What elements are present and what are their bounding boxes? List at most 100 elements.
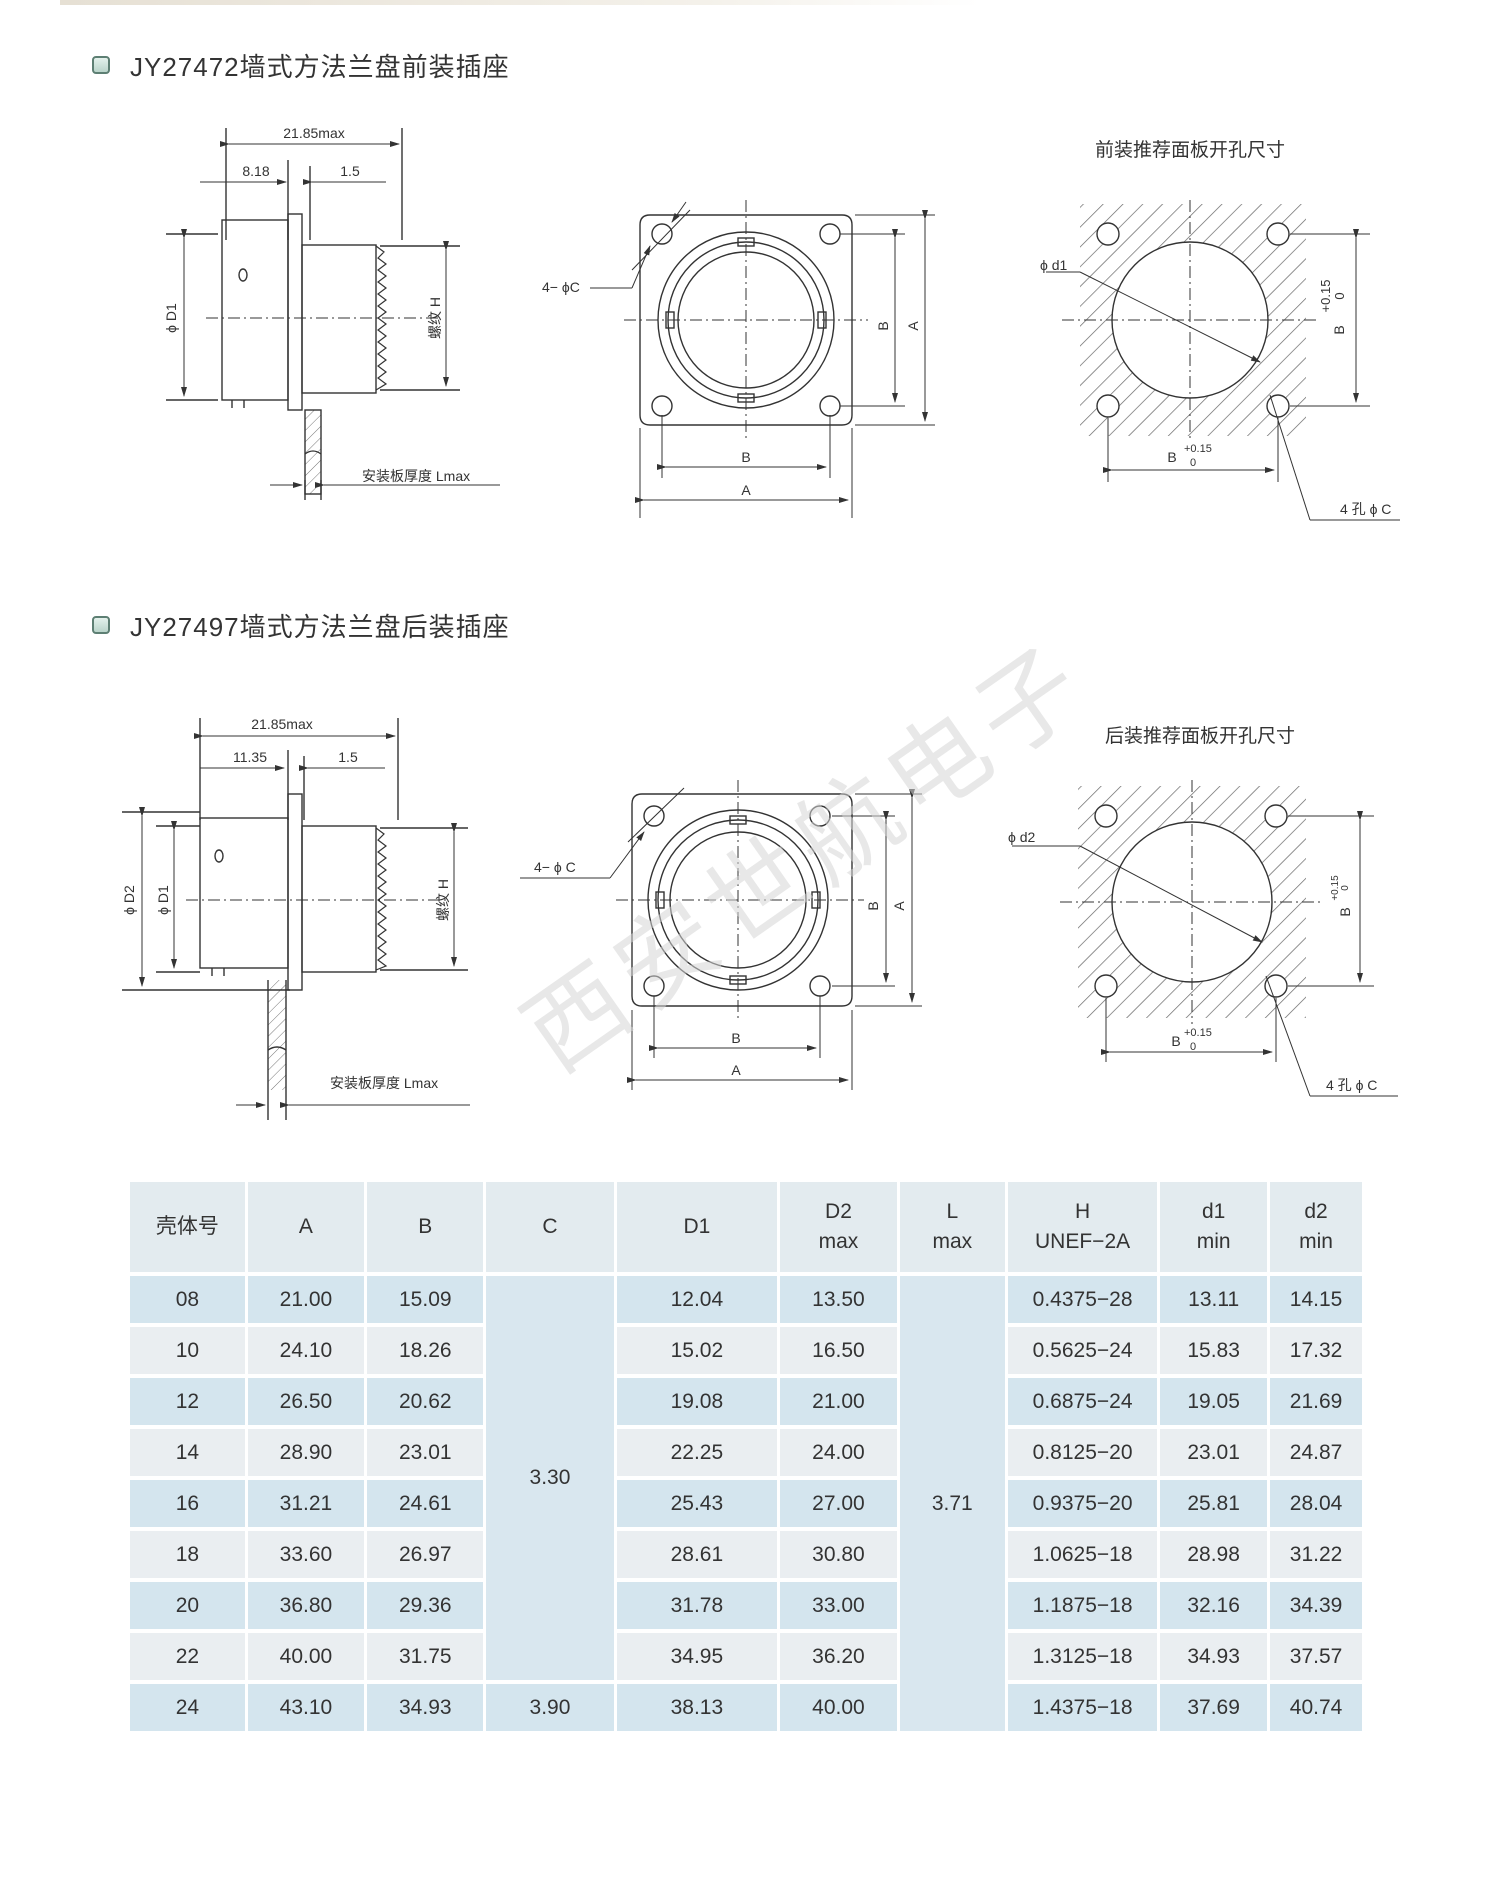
section1-side-view	[166, 128, 500, 500]
cell-d1min: 19.05	[1158, 1376, 1271, 1429]
cell-b: 31.75	[365, 1631, 487, 1684]
cell-b: 24.61	[365, 1478, 487, 1531]
cell-b: 23.01	[365, 1427, 487, 1480]
table-row: 22 40.00 31.75 34.95 36.20 1.3125−18 34.…	[130, 1631, 1362, 1684]
cell-d2: 21.00	[778, 1376, 900, 1429]
header-d1: D1	[615, 1182, 781, 1276]
cell-d1min: 37.69	[1158, 1682, 1271, 1735]
s2-dim-a: 11.35	[233, 749, 267, 765]
cell-d1: 38.13	[615, 1682, 781, 1735]
cell-shell: 12	[130, 1376, 248, 1429]
cell-a: 31.21	[246, 1478, 368, 1531]
cell-d2: 30.80	[778, 1529, 900, 1582]
cell-d2: 40.00	[778, 1682, 900, 1735]
cell-d2min: 17.32	[1268, 1325, 1362, 1378]
cell-h: 0.8125−20	[1006, 1427, 1161, 1480]
cell-d1: 19.08	[615, 1376, 781, 1429]
cell-d1: 22.25	[615, 1427, 781, 1480]
cell-d2min: 31.22	[1268, 1529, 1362, 1582]
s2-overall-dim: 21.85max	[251, 716, 312, 732]
s1-cutout-holes: 4 孔 ϕ C	[1340, 501, 1391, 517]
cell-h: 1.0625−18	[1006, 1529, 1161, 1582]
section2-front-view	[520, 780, 922, 1090]
cell-d2min: 28.04	[1268, 1478, 1362, 1531]
cell-shell: 08	[130, 1274, 248, 1327]
cell-h: 1.1875−18	[1006, 1580, 1161, 1633]
cell-d1: 34.95	[615, 1631, 781, 1684]
cell-d2: 36.20	[778, 1631, 900, 1684]
s1-cutout-tol-vert: +0.15	[1318, 280, 1333, 313]
section1-front-view	[590, 200, 935, 518]
s1-overall-dim: 21.85max	[283, 125, 344, 141]
s1-thread-label: 螺纹 H	[427, 297, 443, 339]
cell-d1min: 34.93	[1158, 1631, 1271, 1684]
cell-b: 15.09	[365, 1274, 487, 1327]
cell-shell: 24	[130, 1682, 248, 1735]
header-a: A	[246, 1182, 368, 1276]
table-row: 18 33.60 26.97 28.61 30.80 1.0625−18 28.…	[130, 1529, 1362, 1582]
cell-d1: 15.02	[615, 1325, 781, 1378]
s2-cutout-b-vert: B	[1337, 907, 1353, 916]
table-row: 10 24.10 18.26 15.02 16.50 0.5625−24 15.…	[130, 1325, 1362, 1378]
s1-dim-b: 1.5	[340, 163, 360, 179]
s2-d1-label: ϕ D1	[155, 885, 171, 915]
s1-d1-label: ϕ D1	[163, 303, 179, 333]
cell-h: 0.6875−24	[1006, 1376, 1161, 1429]
cell-shell: 18	[130, 1529, 248, 1582]
cell-a: 43.10	[246, 1682, 368, 1735]
cell-h: 0.9375−20	[1006, 1478, 1161, 1531]
cell-b: 34.93	[365, 1682, 487, 1735]
table-row: 08 21.00 15.09 3.30 12.04 13.50 3.71 0.4…	[130, 1274, 1362, 1735]
s2-cutout-tol0-horiz: 0	[1190, 1041, 1196, 1053]
cell-a: 26.50	[246, 1376, 368, 1429]
cell-d2min: 14.15	[1268, 1274, 1362, 1327]
cell-d1min: 23.01	[1158, 1427, 1271, 1480]
section2-cutout-view	[1012, 780, 1398, 1097]
cell-b: 26.97	[365, 1529, 487, 1582]
s2-cutout-holes: 4 孔 ϕ C	[1326, 1077, 1377, 1093]
cell-h: 0.5625−24	[1006, 1325, 1161, 1378]
cell-shell: 20	[130, 1580, 248, 1633]
s2-thread-label: 螺纹 H	[435, 879, 451, 921]
section1-heading: JY27472墙式方法兰盘前装插座	[92, 50, 510, 82]
s1-cutout-b-vert: B	[1331, 325, 1347, 334]
table-row: 20 36.80 29.36 31.78 33.00 1.1875−18 32.…	[130, 1580, 1362, 1633]
section2-drawings: 21.85max 11.35 1.5 ϕ D2 ϕ D1 螺纹 H 安装板厚度 …	[121, 716, 1398, 1120]
cell-d1min: 32.16	[1158, 1580, 1271, 1633]
cell-a: 40.00	[246, 1631, 368, 1684]
cell-a: 36.80	[246, 1580, 368, 1633]
s2-d2-label: ϕ D2	[121, 885, 137, 915]
cell-d2min: 24.87	[1268, 1427, 1362, 1480]
cell-d2: 24.00	[778, 1427, 900, 1480]
cell-d2min: 21.69	[1268, 1376, 1362, 1429]
s1-panel-label: 安装板厚度 Lmax	[362, 468, 470, 484]
s2-front-a-vert: A	[891, 901, 907, 911]
section2-heading: JY27497墙式方法兰盘后装插座	[92, 610, 510, 642]
s1-cutout-tol-horiz: +0.15	[1184, 443, 1212, 455]
s2-cutout-tol-horiz: +0.15	[1184, 1027, 1212, 1039]
table-row: 12 26.50 20.62 19.08 21.00 0.6875−24 19.…	[130, 1376, 1362, 1429]
section-bullet-icon	[92, 56, 110, 74]
cell-d2min: 40.74	[1268, 1682, 1362, 1735]
s1-front-a-vert: A	[905, 321, 921, 331]
section-bullet-icon	[92, 616, 110, 634]
cell-h: 0.4375−28	[1006, 1274, 1161, 1327]
s2-panel-label: 安装板厚度 Lmax	[330, 1075, 438, 1091]
cell-h: 1.3125−18	[1006, 1631, 1161, 1684]
s2-cutout-tol0-vert: 0	[1340, 885, 1351, 891]
cell-a: 28.90	[246, 1427, 368, 1480]
top-decor-bar	[60, 0, 980, 5]
s2-cutout-d: ϕ d2	[1008, 829, 1036, 845]
cell-d1min: 13.11	[1158, 1274, 1271, 1327]
table-row: 16 31.21 24.61 25.43 27.00 0.9375−20 25.…	[130, 1478, 1362, 1531]
cell-shell: 10	[130, 1325, 248, 1378]
s2-hole-label: 4− ϕ C	[534, 859, 576, 875]
cell-d2: 27.00	[778, 1478, 900, 1531]
cell-shell: 14	[130, 1427, 248, 1480]
section1-drawings: 21.85max 8.18 1.5 ϕ D1 螺纹 H 安装板厚度 Lmax	[163, 125, 1400, 521]
s1-dim-a: 8.18	[242, 163, 269, 179]
